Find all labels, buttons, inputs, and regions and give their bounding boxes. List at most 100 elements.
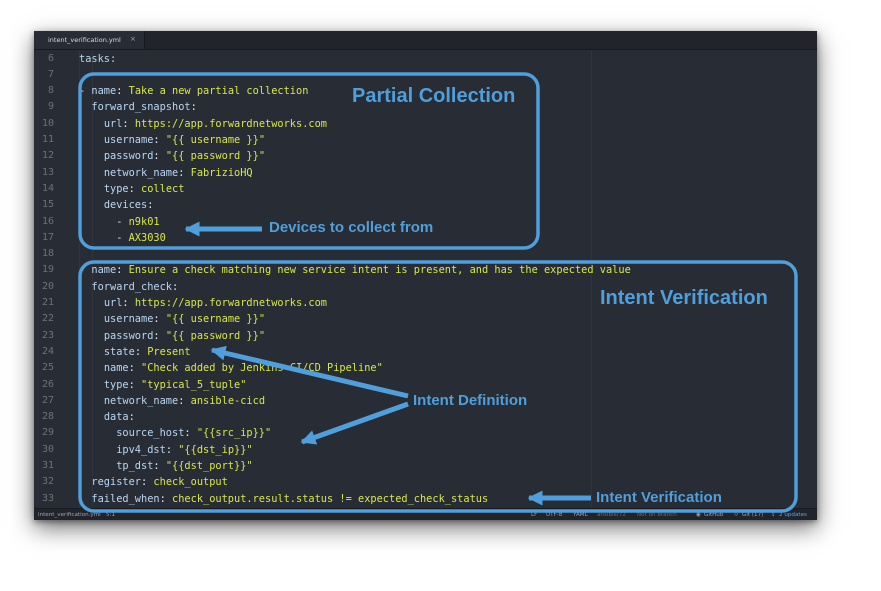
line-number: 28: [41, 411, 54, 423]
code-line: register: check_output: [79, 474, 228, 490]
wrap-guide: [591, 50, 592, 508]
code-indent: [79, 183, 104, 195]
yaml-key: data: [103, 411, 129, 424]
status-encoding[interactable]: UTF-8: [546, 512, 563, 518]
status-line-ending[interactable]: LF: [531, 512, 538, 518]
yaml-punctuation: :: [141, 476, 154, 489]
code-line: devices:: [79, 197, 154, 213]
file-tab[interactable]: intent_verification.yml ×: [34, 31, 145, 49]
yaml-punctuation: -: [116, 231, 129, 244]
yaml-key: devices: [103, 199, 148, 212]
code-indent: [79, 232, 116, 244]
status-cursor-position[interactable]: 5:1: [106, 512, 116, 518]
yaml-punctuation: :: [153, 313, 166, 326]
yaml-punctuation: :: [184, 427, 197, 440]
yaml-value: n9k01: [128, 215, 160, 228]
yaml-key: forward_snapshot: [91, 101, 191, 114]
status-bar: intent_verification.yml 5:1 LF UTF-8 YAM…: [34, 508, 817, 520]
code-indent: [79, 379, 104, 391]
code-line: url: https://app.forwardnetworks.com: [79, 295, 327, 311]
yaml-key: name: [91, 85, 117, 98]
yaml-key: username: [103, 134, 154, 146]
line-number: 24: [41, 345, 54, 357]
yaml-value: FabrizioHQ: [190, 166, 253, 179]
code-line: type: "typical_5_tuple": [79, 377, 247, 393]
line-number: 20: [41, 280, 54, 292]
yaml-punctuation: :: [159, 492, 173, 505]
code-line: forward_snapshot:: [79, 99, 196, 115]
yaml-key: forward_check: [91, 280, 172, 293]
yaml-value: "{{dst_ip}}": [178, 443, 253, 456]
line-number: 30: [41, 443, 54, 455]
code-line: username: "{{ username }}": [79, 132, 265, 148]
code-indent: [79, 101, 91, 113]
updates-icon[interactable]: ⇪: [771, 512, 776, 518]
yaml-key: url: [103, 117, 123, 130]
yaml-punctuation: :: [147, 199, 154, 212]
yaml-key: state: [103, 345, 135, 358]
status-file-name[interactable]: intent_verification.yml: [38, 512, 101, 518]
line-number: 16: [41, 215, 54, 227]
yaml-key: ipv4_dst: [116, 443, 166, 456]
code-line: name: "Check added by Jenkins CI/CD Pipe…: [79, 360, 383, 376]
code-line: password: "{{ password }}": [79, 148, 265, 164]
status-git[interactable]: Git (17): [742, 512, 764, 518]
yaml-punctuation: :: [116, 85, 129, 98]
annotation-intent-verification: Intent Verification: [596, 489, 722, 506]
line-number: 22: [41, 313, 54, 325]
code-indent: [79, 427, 116, 439]
yaml-punctuation: :: [128, 411, 135, 424]
line-number: 29: [41, 427, 54, 439]
code-indent: [79, 460, 116, 472]
code-indent: [79, 395, 104, 407]
code-indent: [79, 330, 104, 342]
yaml-punctuation: :: [153, 329, 166, 342]
line-number: 26: [41, 378, 54, 390]
yaml-punctuation: -: [116, 215, 129, 228]
yaml-value: "typical_5_tuple": [141, 378, 247, 391]
yaml-punctuation: :: [178, 166, 191, 179]
yaml-value: https://app.forwardnetworks.com: [134, 297, 328, 309]
code-line: - n9k01: [79, 214, 160, 230]
yaml-key: password: [103, 329, 154, 342]
yaml-value: "{{ password }}": [165, 150, 266, 163]
line-number: 19: [41, 264, 54, 276]
code-line: data:: [79, 409, 135, 425]
code-indent: [79, 362, 104, 374]
code-indent: [79, 444, 116, 456]
code-indent: [79, 476, 91, 488]
yaml-value: AX3030: [128, 231, 166, 244]
yaml-value: "{{ password }}": [165, 329, 266, 342]
github-icon[interactable]: ◉: [696, 512, 701, 518]
status-github[interactable]: GitHub: [704, 512, 724, 518]
close-icon[interactable]: ×: [130, 35, 136, 43]
yaml-key: tp_dst: [116, 460, 154, 472]
code-line: tasks:: [79, 51, 116, 67]
code-line: - name: Ensure a check matching new serv…: [79, 262, 631, 278]
code-line: ipv4_dst: "{{dst_ip}}": [79, 442, 253, 458]
git-icon[interactable]: ⟐: [734, 512, 739, 518]
code-indent: [79, 297, 104, 309]
status-no-branch[interactable]: Not on branch: [637, 512, 677, 518]
yaml-key: type: [103, 182, 129, 195]
code-indent: [79, 216, 116, 228]
line-number: 7: [47, 68, 54, 80]
status-updates[interactable]: 2 updates: [779, 512, 807, 518]
yaml-value: "{{src_ip}}": [196, 427, 272, 440]
code-line: - name: Take a new partial collection: [79, 83, 308, 99]
status-grammar[interactable]: YAML: [573, 512, 588, 518]
yaml-key: failed_when: [91, 492, 160, 505]
code-line: forward_check:: [79, 279, 178, 295]
code-line: tp_dst: "{{dst_port}}": [79, 458, 252, 474]
tab-bar: intent_verification.yml ×: [34, 31, 817, 50]
code-indent: [79, 281, 91, 293]
code-line: failed_when: check_output.result.status …: [79, 491, 488, 507]
yaml-punctuation: :: [134, 345, 148, 358]
status-branch-info[interactable]: ansible/72: [597, 512, 626, 518]
line-number: 8: [47, 85, 54, 97]
yaml-value: check_output: [153, 476, 228, 489]
code-line: network_name: FabrizioHQ: [79, 165, 253, 181]
yaml-punctuation: :: [122, 117, 135, 130]
line-number: 15: [41, 199, 54, 211]
